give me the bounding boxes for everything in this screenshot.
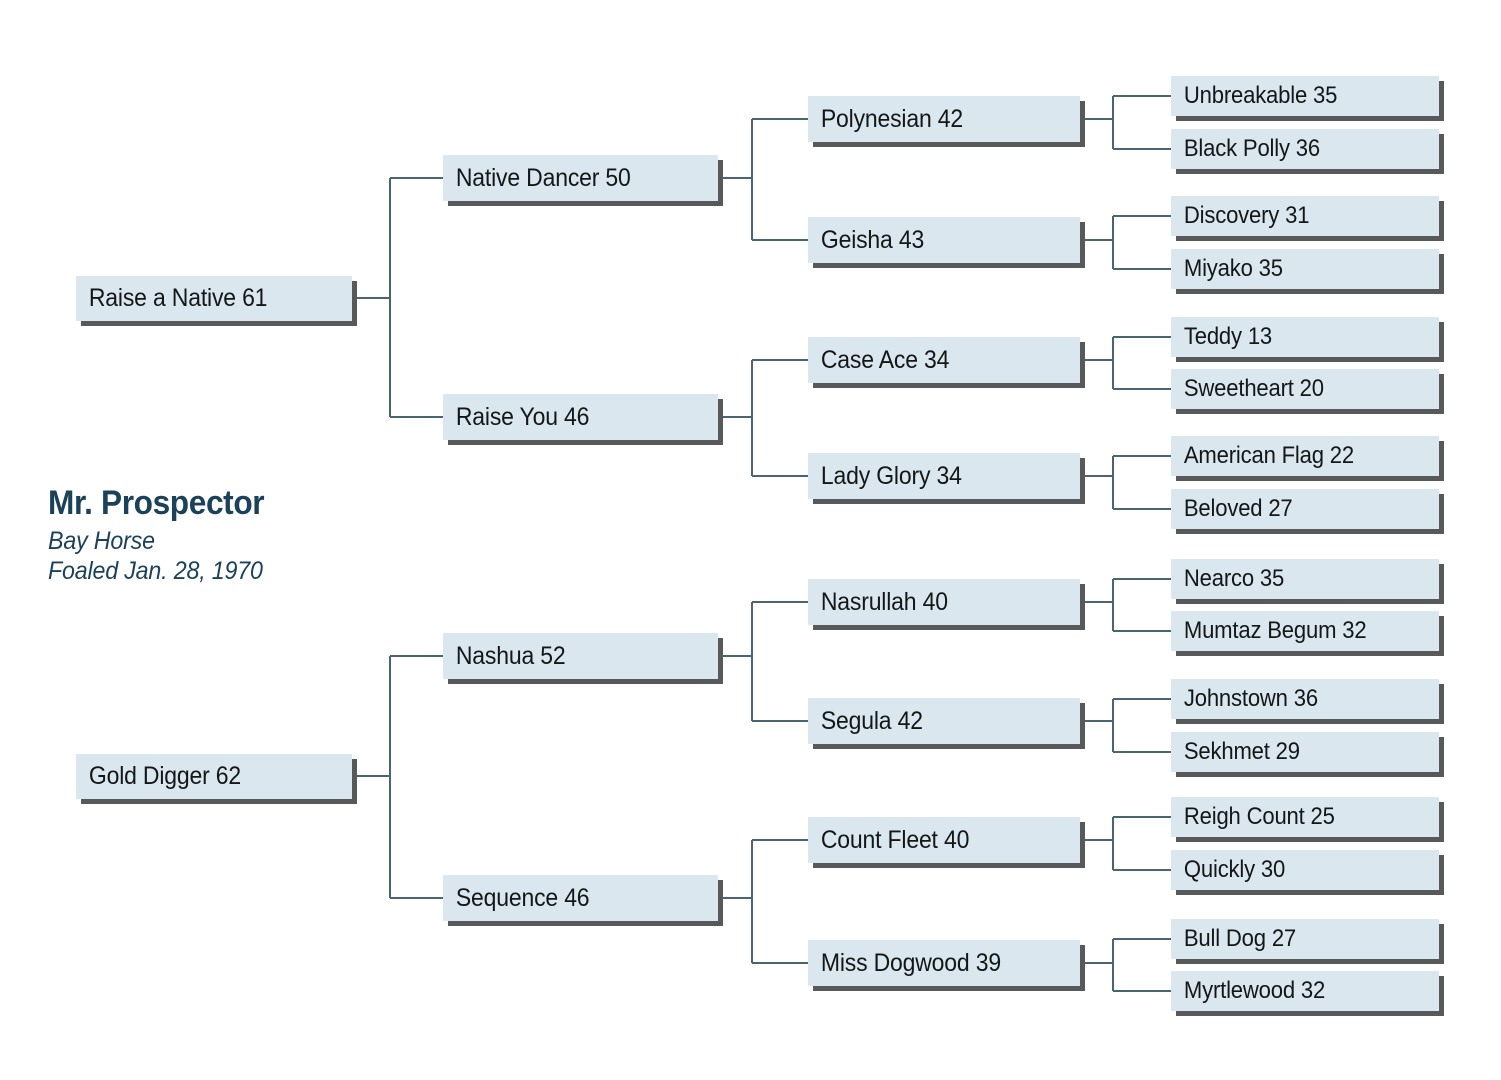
subject-info-block: Mr. Prospector Bay Horse Foaled Jan. 28,… xyxy=(48,484,280,587)
pedigree-node-label: Segula 42 xyxy=(820,706,923,735)
pedigree-node-g4-1[interactable]: Black Polly 36 xyxy=(1171,129,1439,169)
subject-name: Mr. Prospector xyxy=(48,484,265,522)
pedigree-node-g4-4[interactable]: Teddy 13 xyxy=(1171,317,1439,357)
pedigree-node-g3-0[interactable]: Polynesian 42 xyxy=(808,96,1080,142)
pedigree-node-label: Gold Digger 62 xyxy=(88,762,242,790)
pedigree-node-g2-0[interactable]: Native Dancer 50 xyxy=(443,155,718,201)
pedigree-node-label: Teddy 13 xyxy=(1183,323,1273,350)
pedigree-node-label: Nashua 52 xyxy=(455,641,566,670)
pedigree-node-g4-10[interactable]: Johnstown 36 xyxy=(1171,679,1439,719)
pedigree-node-label: Beloved 27 xyxy=(1183,495,1293,522)
pedigree-node-label: Discovery 31 xyxy=(1183,202,1310,229)
pedigree-node-label: Raise You 46 xyxy=(455,402,590,431)
pedigree-node-g3-2[interactable]: Case Ace 34 xyxy=(808,337,1080,383)
subject-foaled-date: Foaled Jan. 28, 1970 xyxy=(48,557,263,586)
pedigree-node-g4-13[interactable]: Quickly 30 xyxy=(1171,850,1439,890)
pedigree-node-label: Quickly 30 xyxy=(1183,856,1286,883)
pedigree-node-label: Unbreakable 35 xyxy=(1183,82,1338,109)
pedigree-node-label: Johnstown 36 xyxy=(1183,685,1318,712)
pedigree-node-g3-6[interactable]: Count Fleet 40 xyxy=(808,817,1080,863)
pedigree-node-label: Black Polly 36 xyxy=(1183,135,1320,162)
pedigree-node-label: Polynesian 42 xyxy=(820,104,963,133)
pedigree-node-label: Sequence 46 xyxy=(455,883,590,912)
pedigree-node-label: Sweetheart 20 xyxy=(1183,375,1324,402)
pedigree-node-label: Raise a Native 61 xyxy=(88,284,268,312)
pedigree-node-g3-4[interactable]: Nasrullah 40 xyxy=(808,579,1080,625)
pedigree-node-g4-11[interactable]: Sekhmet 29 xyxy=(1171,732,1439,772)
pedigree-node-label: Miyako 35 xyxy=(1183,255,1283,282)
pedigree-node-g4-0[interactable]: Unbreakable 35 xyxy=(1171,76,1439,116)
pedigree-node-label: Nasrullah 40 xyxy=(820,587,948,616)
pedigree-node-label: Mumtaz Begum 32 xyxy=(1183,617,1367,644)
pedigree-node-label: Bull Dog 27 xyxy=(1183,925,1297,952)
pedigree-node-label: Geisha 43 xyxy=(820,225,925,254)
pedigree-node-g2-1[interactable]: Raise You 46 xyxy=(443,394,718,440)
pedigree-node-label: Reigh Count 25 xyxy=(1183,803,1335,830)
pedigree-node-g4-6[interactable]: American Flag 22 xyxy=(1171,436,1439,476)
pedigree-node-label: Count Fleet 40 xyxy=(820,825,970,854)
pedigree-node-label: Native Dancer 50 xyxy=(455,163,631,192)
pedigree-node-g2-3[interactable]: Sequence 46 xyxy=(443,875,718,921)
pedigree-node-g4-5[interactable]: Sweetheart 20 xyxy=(1171,369,1439,409)
pedigree-node-label: Lady Glory 34 xyxy=(820,461,962,490)
pedigree-node-g4-9[interactable]: Mumtaz Begum 32 xyxy=(1171,611,1439,651)
pedigree-node-g4-12[interactable]: Reigh Count 25 xyxy=(1171,797,1439,837)
pedigree-node-label: American Flag 22 xyxy=(1183,442,1354,469)
pedigree-node-label: Miss Dogwood 39 xyxy=(820,948,1001,977)
pedigree-node-label: Sekhmet 29 xyxy=(1183,738,1300,765)
pedigree-node-g3-5[interactable]: Segula 42 xyxy=(808,698,1080,744)
pedigree-node-g3-3[interactable]: Lady Glory 34 xyxy=(808,453,1080,499)
pedigree-node-g4-14[interactable]: Bull Dog 27 xyxy=(1171,919,1439,959)
pedigree-node-g4-2[interactable]: Discovery 31 xyxy=(1171,196,1439,236)
pedigree-node-g4-3[interactable]: Miyako 35 xyxy=(1171,249,1439,289)
pedigree-node-g3-7[interactable]: Miss Dogwood 39 xyxy=(808,940,1080,986)
subject-color: Bay Horse xyxy=(48,526,155,555)
pedigree-node-label: Case Ace 34 xyxy=(820,345,950,374)
pedigree-node-label: Myrtlewood 32 xyxy=(1183,977,1326,1004)
pedigree-node-label: Nearco 35 xyxy=(1183,565,1285,592)
pedigree-node-g4-8[interactable]: Nearco 35 xyxy=(1171,559,1439,599)
pedigree-node-g2-2[interactable]: Nashua 52 xyxy=(443,633,718,679)
pedigree-node-g1-0[interactable]: Raise a Native 61 xyxy=(76,276,352,321)
pedigree-node-g4-15[interactable]: Myrtlewood 32 xyxy=(1171,971,1439,1011)
pedigree-node-g4-7[interactable]: Beloved 27 xyxy=(1171,489,1439,529)
pedigree-node-g1-1[interactable]: Gold Digger 62 xyxy=(76,754,352,799)
pedigree-node-g3-1[interactable]: Geisha 43 xyxy=(808,217,1080,263)
